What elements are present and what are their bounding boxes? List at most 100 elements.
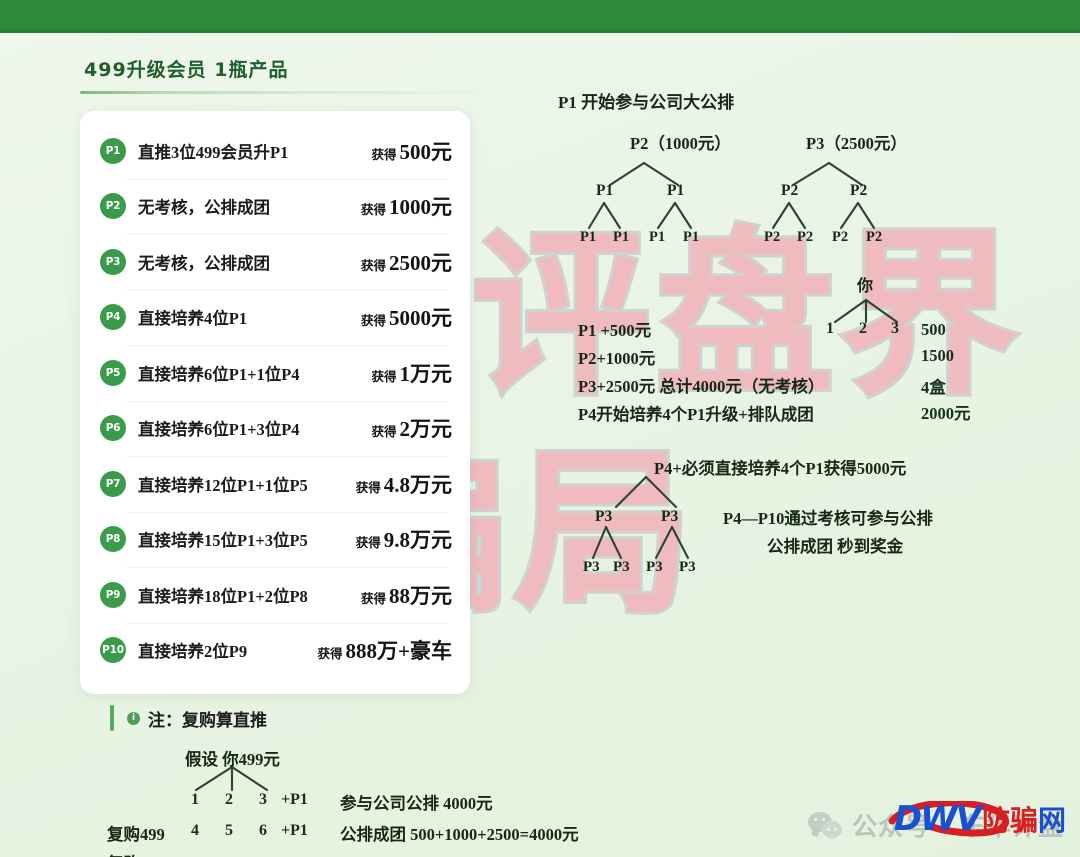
p4-requirement-line: P4+必须直接培养4个P1获得5000元: [654, 459, 907, 478]
note-row2-n2: 5: [225, 822, 233, 839]
level-badge: P5: [100, 359, 126, 386]
dwv-logo-cn-red: 防骗: [981, 804, 1038, 837]
tree-leaf-right-1: P2: [764, 229, 781, 245]
tree-bottom-leaf-1: P3: [583, 559, 600, 575]
reward-value: 1000元: [389, 195, 452, 220]
dwv-logo-text: DWV: [893, 799, 982, 839]
dwv-logo-cn-blue: 网: [1037, 804, 1066, 837]
list-item-label: 直接培养15位P1+3位P5: [138, 531, 308, 551]
note-block: i 注：复购算直推: [110, 705, 267, 731]
reward-prefix: 获得: [360, 203, 386, 218]
you-number-3: 3: [891, 320, 899, 337]
level-badge: P4: [100, 304, 126, 331]
tree-leaf-right-4: P2: [866, 229, 883, 245]
tree-leaf-left-3: P1: [649, 229, 666, 245]
list-item-label: 直接培养6位P1+1位P4: [138, 364, 300, 384]
reward-value: 2万元: [399, 417, 453, 442]
tree-leaf-right-2: P2: [797, 229, 814, 245]
note-row1-n2: 2: [225, 791, 233, 808]
tree-mid-right-1: P2: [781, 182, 799, 199]
summary-line-4: P4开始培养4个P1升级+排队成团: [578, 405, 814, 424]
level-badge: P6: [100, 415, 126, 442]
list-item-label: 直接培养6位P1+3位P4: [138, 420, 300, 440]
reward-value: 9.8万元: [383, 528, 452, 553]
tree-bottom-leaf-2: P3: [613, 559, 630, 575]
tree-leaf-left-2: P1: [613, 229, 630, 245]
reward-prefix: 获得: [371, 369, 397, 384]
list-item-label: 直接培养12位P1+1位P5: [138, 475, 308, 495]
reward-value: 4.8万元: [383, 472, 452, 497]
level-badge: P2: [100, 193, 126, 220]
footnote-1: P4—P10通过考核可参与公排: [723, 509, 933, 528]
side-value-4: 2000元: [921, 404, 971, 423]
list-item-label: 直推3位499会员升P1: [138, 142, 289, 162]
reward-prefix: 获得: [355, 480, 381, 495]
reward-value: 500元: [399, 139, 453, 164]
you-number-2: 2: [859, 320, 867, 337]
tree-root-right: P3（2500元）: [806, 134, 907, 153]
dwv-logo-watermark: DWV 防骗 网: [888, 799, 1066, 839]
list-item-label: 直接培养4位P1: [138, 309, 248, 329]
wechat-account-text: 公众号 · 东华评盘: [852, 812, 1064, 841]
note-row1-desc: 参与公司公排 4000元: [340, 794, 493, 813]
you-label: 你: [857, 278, 874, 295]
note-row1-n3: 3: [259, 791, 267, 808]
wechat-footer: 公众号 · 东华评盘: [808, 807, 1064, 843]
you-number-1: 1: [826, 320, 834, 337]
side-value-2: 1500: [921, 346, 954, 365]
title-underline: [80, 91, 476, 94]
footnote-2: 公排成团 秒到奖金: [767, 537, 904, 556]
note-header: i 注：复购算直推: [110, 705, 267, 731]
note-row2-n1: 4: [191, 822, 199, 839]
summary-line-2: P2+1000元: [578, 349, 656, 368]
list-item-label: 直接培养18位P1+2位P8: [138, 586, 308, 606]
tree-mid-right-2: P2: [850, 182, 868, 199]
note-row2-head: 复购499: [107, 825, 165, 844]
tree-bottom-leaf-4: P3: [679, 559, 696, 575]
assume-label: 假设 你499元: [185, 750, 280, 769]
note-row2-plus: +P1: [281, 822, 308, 839]
page-title: 499升级会员 1瓶产品: [84, 59, 289, 81]
reward-value: 88万元: [389, 583, 452, 608]
tree-leaf-left-1: P1: [580, 229, 597, 245]
tree-leaf-right-3: P2: [832, 229, 849, 245]
note-text: 注：复购算直推: [148, 710, 267, 730]
reward-prefix: 获得: [371, 147, 397, 162]
top-green-bar: [0, 0, 1080, 33]
tree-root-left: P2（1000元）: [630, 134, 731, 153]
reward-prefix: 获得: [317, 647, 343, 662]
summary-line-1: P1 +500元: [578, 321, 652, 340]
reward-value: 888万+豪车: [345, 639, 452, 664]
tree-mid-left-1: P1: [596, 182, 614, 199]
level-badge: P1: [100, 137, 126, 164]
tree-bottom-mid-2: P3: [661, 508, 679, 525]
reward-value: 1万元: [399, 361, 453, 386]
reward-prefix: 获得: [355, 536, 381, 551]
tree-bottom-leaf-3: P3: [646, 559, 663, 575]
wechat-icon: [808, 812, 843, 838]
reward-value: 5000元: [389, 306, 452, 331]
list-item-label: 无考核，公排成团: [138, 253, 270, 273]
tree-bottom-mid-1: P3: [595, 508, 613, 525]
reward-value: 2500元: [389, 250, 452, 275]
reward-prefix: 获得: [371, 425, 397, 440]
tree-mid-left-2: P1: [667, 182, 685, 199]
